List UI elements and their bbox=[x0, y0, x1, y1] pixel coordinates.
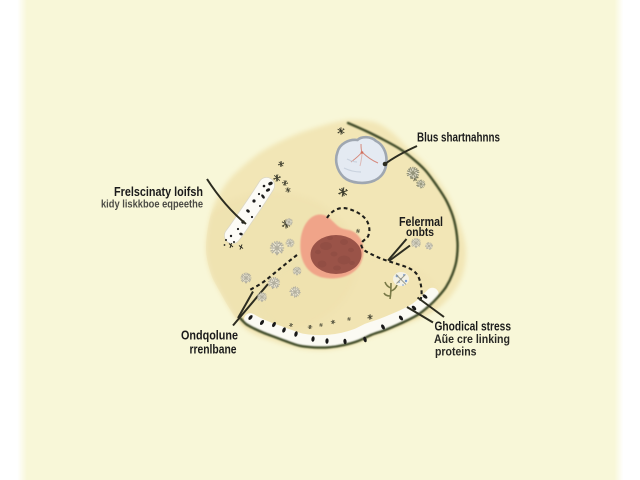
svg-text:proteins: proteins bbox=[435, 345, 477, 359]
svg-text:Blus shartnahnns: Blus shartnahnns bbox=[417, 130, 500, 145]
svg-text:Felermal: Felermal bbox=[399, 215, 443, 229]
svg-text:kidy liskkboe eqpeethe: kidy liskkboe eqpeethe bbox=[101, 199, 203, 211]
svg-text:rrenlbane: rrenlbane bbox=[190, 343, 237, 357]
svg-text:Ghodical stress: Ghodical stress bbox=[435, 319, 512, 334]
svg-text:Aũe cre linking: Aũe cre linking bbox=[434, 332, 510, 346]
svg-text:Frelscinaty loifsh: Frelscinaty loifsh bbox=[114, 184, 203, 199]
svg-text:onbts: onbts bbox=[406, 227, 434, 239]
svg-text:Ondqolune: Ondqolune bbox=[181, 329, 238, 343]
